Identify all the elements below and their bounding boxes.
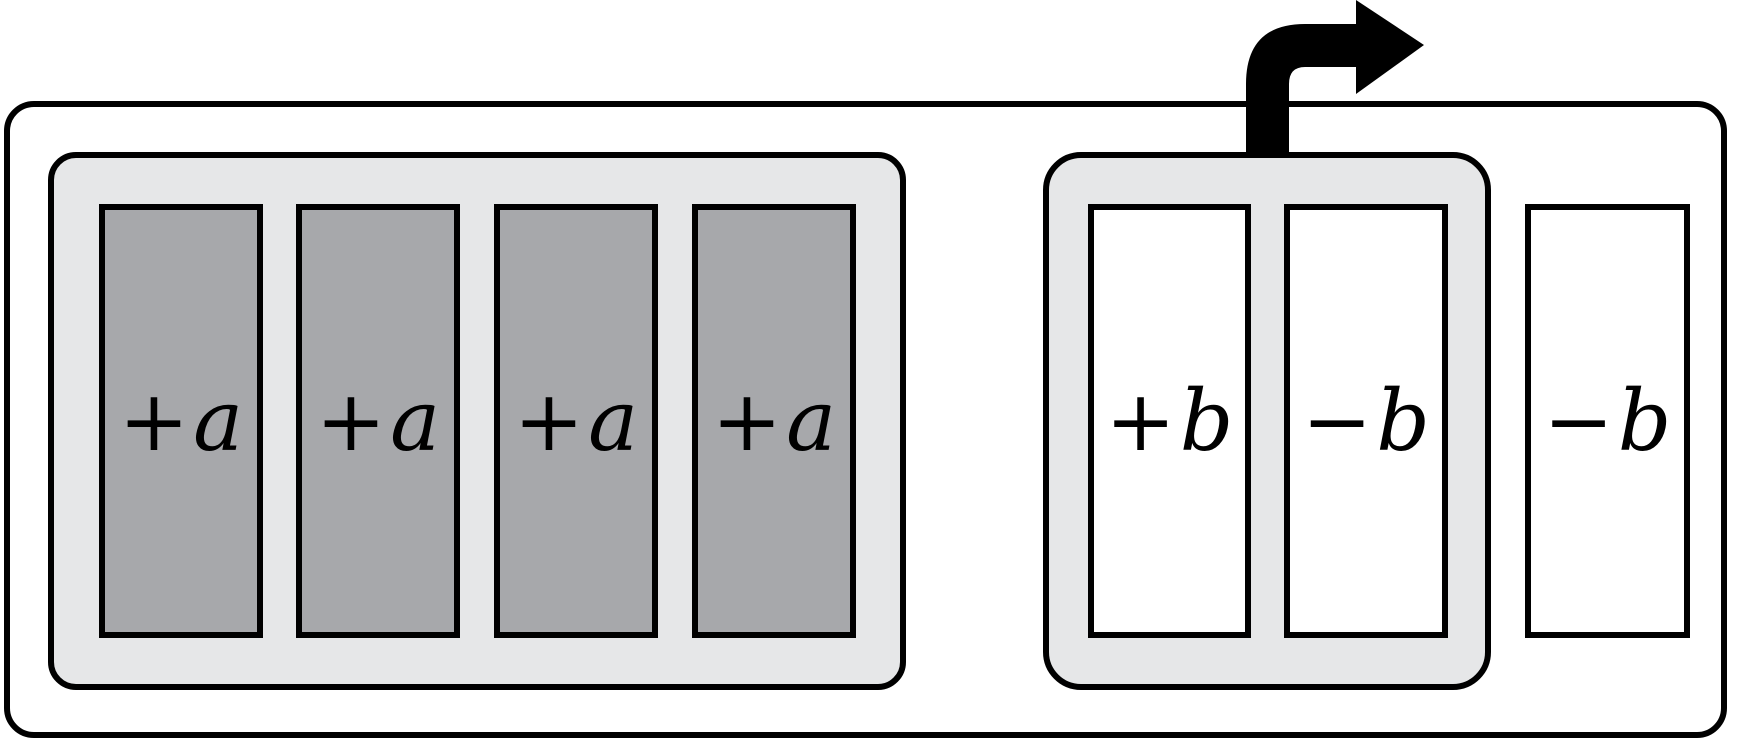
tile-variable: a — [390, 372, 441, 470]
tile-minus-b-1: −b — [1284, 204, 1448, 638]
tile-minus-b-2: −b — [1525, 204, 1690, 638]
tile-plus-a-2: +a — [296, 204, 460, 638]
tile-variable: a — [193, 372, 244, 470]
tile-sign: + — [118, 372, 190, 470]
tile-plus-a-4: +a — [692, 204, 856, 638]
tile-sign: − — [1301, 372, 1373, 470]
tile-plus-b: +b — [1088, 204, 1251, 638]
tile-variable: b — [1179, 372, 1234, 470]
tile-variable: b — [1617, 372, 1672, 470]
tile-variable: b — [1376, 372, 1431, 470]
tile-plus-a-3: +a — [494, 204, 658, 638]
tile-sign: + — [1105, 372, 1176, 470]
tile-sign: + — [513, 372, 585, 470]
tile-variable: a — [786, 372, 837, 470]
tile-variable: a — [588, 372, 639, 470]
tile-sign: + — [711, 372, 783, 470]
tile-sign: − — [1543, 372, 1614, 470]
tile-sign: + — [315, 372, 387, 470]
tile-plus-a-1: +a — [99, 204, 263, 638]
